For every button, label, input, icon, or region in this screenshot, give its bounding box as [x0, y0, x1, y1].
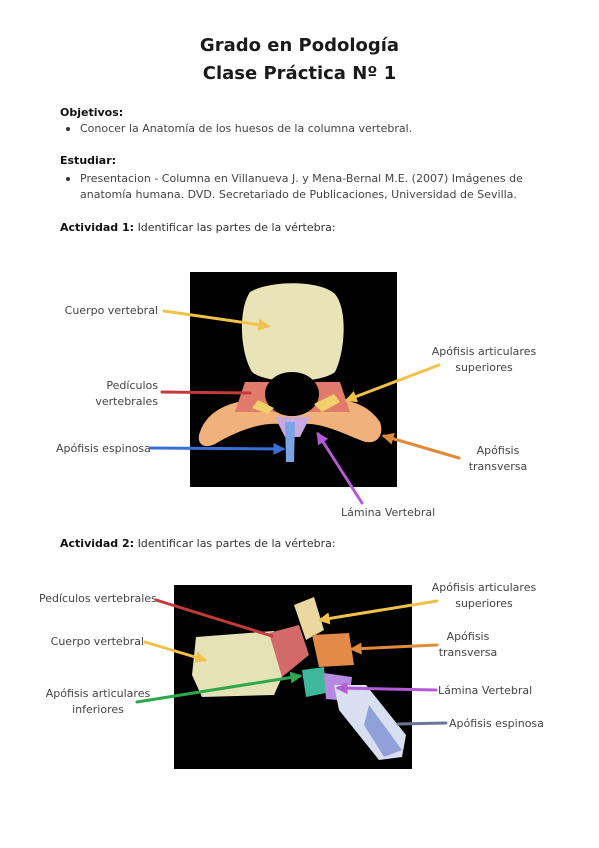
act2-label-lamina: Lámina Vertebral — [438, 684, 533, 697]
act2-label-transversa-1: Apófisis — [446, 630, 490, 643]
act2-label-inferiores-1: Apófisis articulares — [45, 687, 151, 700]
act1-label-transversa-1: Apófisis — [476, 444, 520, 457]
bullet-icon — [66, 177, 70, 181]
act1-label-espinosa: Apófisis espinosa — [56, 442, 151, 455]
act2-label-cuerpo: Cuerpo vertebral — [50, 635, 144, 648]
act1-label-pediculos-2: vertebrales — [95, 395, 158, 408]
arrow-lamina-1 — [316, 431, 364, 505]
arrow-inferiores-2 — [135, 671, 303, 704]
actividad1-heading: Actividad 1: Identificar las partes de l… — [60, 221, 336, 234]
bullet-icon — [66, 127, 70, 131]
act1-label-lamina: Lámina Vertebral — [341, 506, 436, 519]
act2-label-transversa-2: transversa — [438, 646, 498, 659]
act2-label-inferiores-2: inferiores — [72, 703, 124, 716]
arrow-pediculos-1 — [160, 390, 252, 395]
act1-label-articulares-1: Apófisis articulares — [431, 345, 537, 358]
arrow-espinosa-1 — [149, 442, 286, 455]
act2-label-articulares-2: superiores — [455, 597, 513, 610]
arrow-articulares-2 — [317, 599, 439, 625]
act1-label-transversa-2: transversa — [468, 460, 528, 473]
arrow-cuerpo-1 — [162, 309, 271, 331]
act1-arrows — [149, 309, 461, 505]
act2-label-espinosa: Apófisis espinosa — [449, 717, 544, 730]
arrow-cuerpo-2 — [143, 640, 208, 663]
arrow-articulares-1 — [344, 363, 441, 403]
act1-label-cuerpo: Cuerpo vertebral — [64, 304, 158, 317]
arrow-transversa-2 — [349, 642, 439, 655]
page-title: Grado en Podología — [199, 35, 400, 56]
vertebra-lateral-view-image — [174, 585, 412, 769]
estudiar-heading: Estudiar: — [60, 154, 117, 167]
page-subtitle: Clase Práctica Nº 1 — [202, 63, 397, 84]
arrow-lamina-2 — [335, 682, 438, 695]
act2-arrows — [135, 598, 448, 726]
vertebra-superior-view-image — [190, 272, 397, 487]
arrow-espinosa-2 — [396, 721, 448, 726]
act2-label-articulares-1: Apófisis articulares — [431, 581, 537, 594]
arrow-pediculos-2 — [154, 598, 274, 638]
actividad2-heading: Actividad 2: Identificar las partes de l… — [60, 537, 336, 550]
act1-label-articulares-2: superiores — [455, 361, 513, 374]
act1-label-pediculos-1: Pedículos — [106, 379, 158, 392]
arrow-transversa-1 — [381, 432, 461, 460]
act2-label-pediculos: Pedículos vertebrales — [39, 592, 157, 605]
objetivos-heading: Objetivos: — [60, 106, 124, 119]
